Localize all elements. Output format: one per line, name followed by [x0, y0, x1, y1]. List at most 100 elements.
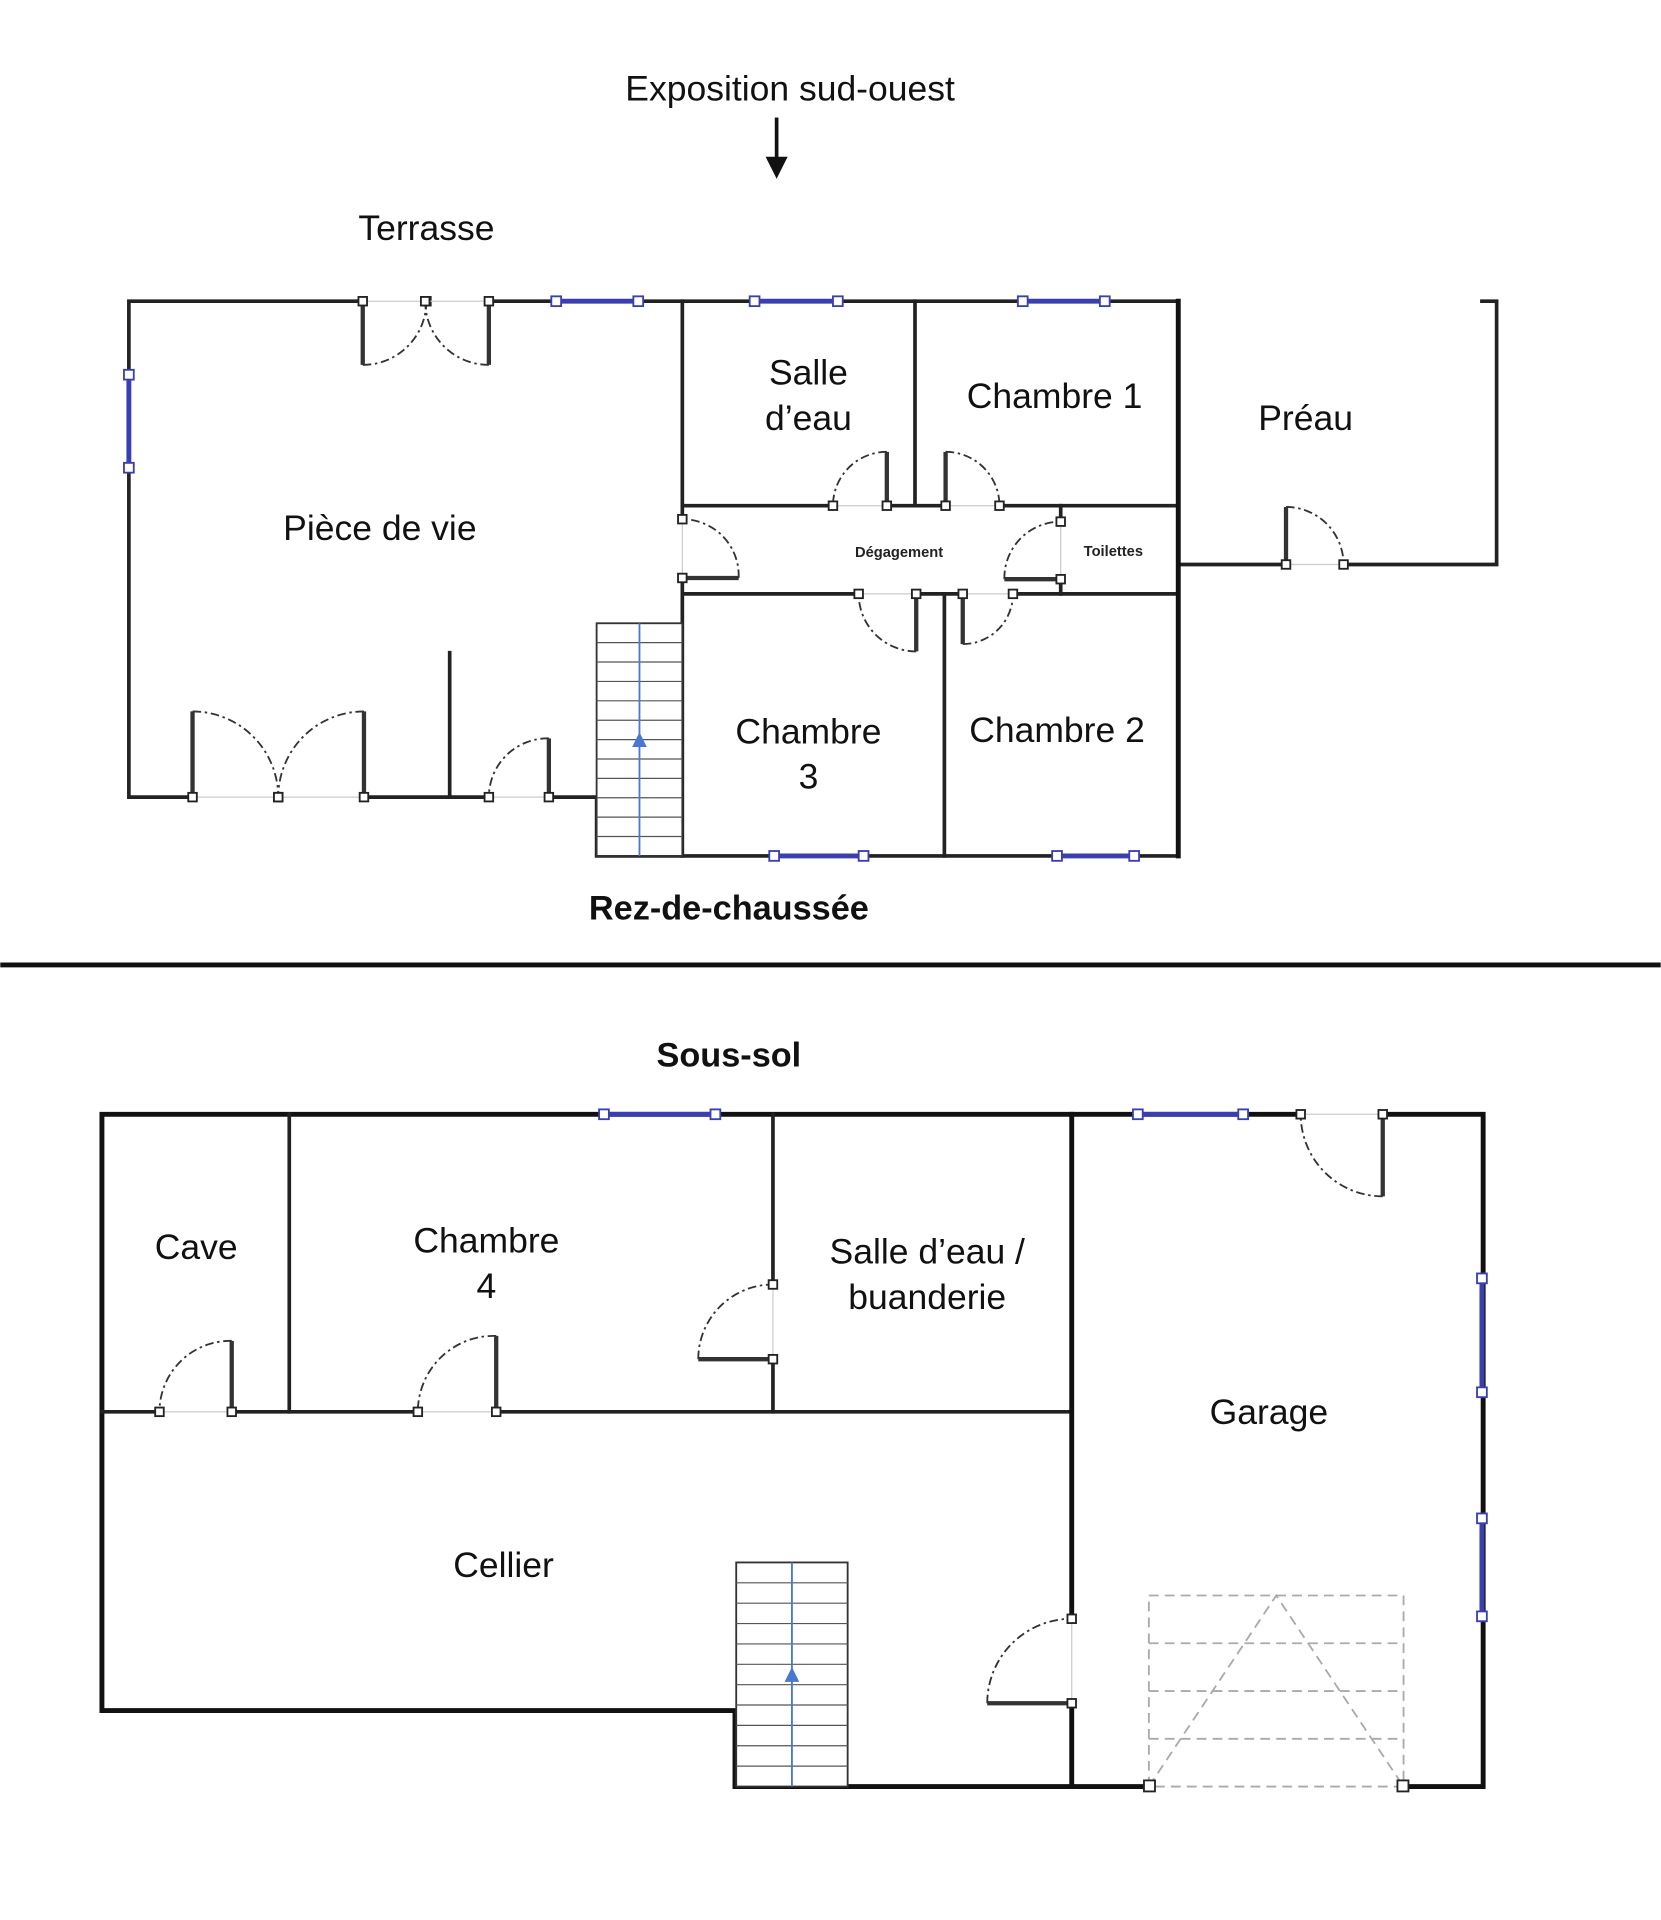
door-jamb: [1007, 588, 1019, 600]
door-swing-arc: [697, 1283, 773, 1360]
door-jamb: [1055, 573, 1066, 585]
door-jamb: [994, 500, 1005, 511]
door-jamb: [154, 1406, 165, 1418]
basement-doors: [154, 1109, 1388, 1709]
window: [748, 295, 844, 308]
window-frame: [632, 295, 645, 308]
stair-arrow-icon: [784, 1667, 800, 1682]
window: [550, 295, 645, 308]
door: [986, 1613, 1077, 1709]
basement-title: Sous-sol: [657, 1037, 802, 1075]
door-swing-arc: [1299, 1114, 1383, 1198]
window: [598, 1108, 722, 1121]
door-swing-arc: [158, 1339, 232, 1412]
window-frame: [709, 1108, 722, 1121]
window-frame: [857, 850, 870, 862]
door-swing-arc: [1003, 520, 1061, 580]
room-bedroom4-line2: 4: [477, 1266, 497, 1306]
door-jamb: [853, 588, 864, 600]
room-bedroom3-line1: Chambre: [735, 711, 881, 751]
door-jamb: [1295, 1109, 1306, 1120]
door-swing-arc: [487, 737, 549, 798]
room-bedroom4-line1: Chambre: [413, 1221, 559, 1261]
door: [827, 450, 893, 511]
window-frame: [1476, 1272, 1488, 1285]
window-frame: [1132, 1108, 1144, 1121]
room-cellar: Cave: [155, 1227, 238, 1267]
door-swing-arc: [424, 301, 489, 366]
window-frame: [1128, 850, 1140, 862]
room-toilets: Toilettes: [1084, 544, 1143, 560]
basement-plan: Sous-sol Cave Chambre 4 Salle d’eau / bu…: [99, 1037, 1488, 1793]
door-jamb: [827, 500, 839, 511]
door-jamb: [187, 791, 198, 803]
door-jamb: [491, 1406, 502, 1418]
window-frame: [1051, 850, 1063, 862]
door-swing-arc: [832, 450, 887, 506]
door: [940, 450, 1005, 511]
door: [677, 513, 740, 584]
window-frame: [832, 295, 844, 308]
ground-floor-windows: [123, 295, 1140, 862]
door-swing-arc: [986, 1617, 1072, 1704]
door-jamb: [767, 1279, 779, 1290]
door: [1003, 516, 1066, 585]
door: [154, 1339, 237, 1418]
terrace-label: Terrasse: [358, 208, 494, 248]
room-laundry-line2: buanderie: [848, 1277, 1006, 1317]
door-jamb: [881, 500, 893, 511]
ground-floor-stairs: [595, 622, 684, 857]
door-swing-arc: [192, 710, 280, 798]
window: [1016, 295, 1111, 308]
door-jamb: [1338, 559, 1349, 570]
window-frame: [768, 850, 780, 862]
window-frame: [1237, 1108, 1249, 1121]
door-jamb: [483, 296, 495, 307]
basement-windows: [598, 1108, 1488, 1623]
door-jamb: [358, 791, 370, 803]
door-swing-arc: [962, 593, 1014, 645]
exposure-label: Exposition sud-ouest: [625, 68, 955, 108]
basement-stairs: [735, 1561, 849, 1788]
door: [187, 710, 284, 803]
door: [273, 710, 370, 803]
window: [1476, 1512, 1488, 1623]
door-jamb: [412, 1406, 424, 1418]
door-swing-arc: [857, 593, 917, 653]
room-bedroom1: Chambre 1: [967, 376, 1143, 416]
door-jamb: [226, 1406, 237, 1418]
door-jamb: [1280, 559, 1292, 570]
window-frame: [1476, 1386, 1488, 1399]
room-garage: Garage: [1210, 1392, 1328, 1432]
door-jamb: [911, 588, 922, 600]
window: [1132, 1108, 1249, 1121]
door-jamb: [957, 588, 968, 600]
ground-floor-plan: Pièce de vie Salle d’eau Chambre 1 Préau…: [123, 295, 1499, 928]
window-frame: [123, 368, 135, 381]
door-jamb: [940, 500, 951, 511]
door-jamb: [357, 296, 368, 307]
door: [697, 1279, 779, 1365]
window-frame: [598, 1108, 610, 1121]
room-shower-line1: Salle: [769, 352, 848, 392]
window: [768, 850, 870, 862]
door: [419, 296, 495, 366]
room-bedroom3-line2: 3: [799, 757, 819, 797]
door-jamb: [767, 1353, 779, 1365]
door-jamb: [1055, 516, 1066, 527]
door-jamb: [677, 513, 688, 525]
door-jamb: [483, 791, 495, 803]
window-frame: [550, 295, 563, 308]
door-jamb: [1377, 1109, 1388, 1120]
door-swing-arc: [416, 1334, 497, 1412]
door-swing-arc: [277, 710, 364, 798]
ground-floor-title: Rez-de-chaussée: [589, 890, 869, 928]
door-swing-arc: [945, 450, 1001, 506]
door: [483, 737, 555, 803]
room-shower-line2: d’eau: [765, 398, 852, 438]
room-preau: Préau: [1258, 398, 1353, 438]
window-frame: [1476, 1512, 1488, 1525]
door-jamb: [273, 791, 284, 803]
door-jamb: [543, 791, 555, 803]
